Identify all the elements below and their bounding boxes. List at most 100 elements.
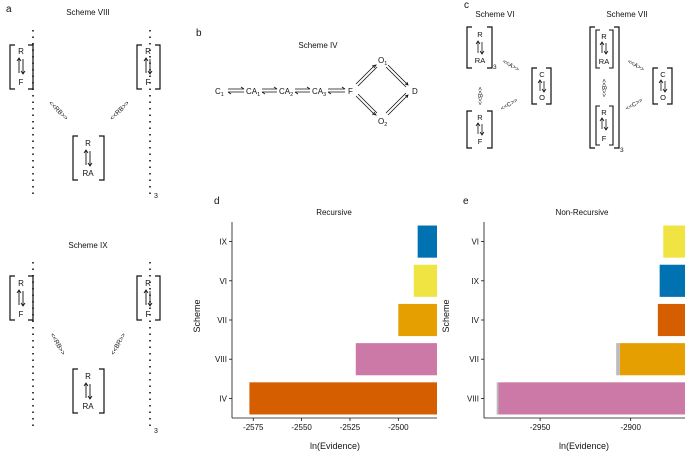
equilibrium-arrows-icon (83, 149, 93, 167)
panel-label-b: b (196, 28, 202, 39)
link-label: <<RB>> (109, 100, 131, 122)
y-tick-label: VIII (467, 394, 479, 403)
scheme-vii: Scheme VII 3 R RA <<B>> R F <<A>> <<C>> … (589, 10, 673, 154)
scheme-vii-title: Scheme VII (606, 10, 647, 19)
equilibrium-arrows-icon (599, 117, 609, 131)
bracket-r-f-left: R F (9, 44, 34, 90)
bar (663, 225, 685, 258)
x-tick-label: -2500 (388, 423, 409, 432)
node-d: D (412, 87, 418, 96)
scheme-ix: Scheme IX R F R F <<RB>> <<BR>> R RA 3 (9, 241, 161, 435)
bracket-c-o: C O (652, 67, 673, 105)
node-c1: C1 (215, 87, 224, 98)
y-axis-label: Scheme (192, 299, 202, 332)
svg-text:F: F (146, 310, 151, 319)
link-label: <<A>> (501, 59, 520, 73)
bar (498, 382, 685, 415)
bracket-r-ra-lower: R F (466, 110, 493, 149)
bar-error-extension (616, 343, 620, 376)
equilibrium-arrows-icon (143, 57, 153, 75)
equilibrium-arrows-icon (227, 64, 409, 116)
link-label: <<B>> (600, 79, 606, 98)
svg-text:F: F (146, 78, 151, 87)
chart-title: Recursive (316, 208, 352, 217)
bar (657, 303, 685, 337)
svg-text:R: R (145, 279, 151, 288)
link-label: <<C>> (625, 98, 644, 113)
y-tick-label: IX (471, 277, 479, 286)
svg-text:R: R (145, 47, 151, 56)
multiplier: 3 (154, 193, 158, 200)
bar (398, 303, 437, 337)
svg-text:RA: RA (82, 169, 94, 178)
y-tick-label: IX (219, 238, 227, 247)
bar-error-extension (496, 382, 499, 415)
y-axis-label: Scheme (441, 299, 451, 332)
scheme-viii: Scheme VIII R F R F <<RB>> <<RB>> R (9, 8, 161, 200)
equilibrium-arrows-icon (537, 79, 547, 93)
bar (619, 343, 685, 376)
svg-text:RA: RA (475, 56, 485, 65)
svg-text:R: R (85, 372, 91, 381)
bracket-r-ra: R RA (72, 368, 105, 414)
scheme-viii-title: Scheme VIII (66, 8, 110, 17)
multiplier: 3 (620, 147, 624, 154)
svg-text:R: R (18, 47, 24, 56)
node-ca1: CA1 (246, 87, 260, 98)
equilibrium-arrows-icon (475, 122, 485, 136)
svg-text:R: R (601, 32, 607, 41)
svg-text:C: C (660, 70, 666, 79)
svg-text:R: R (477, 30, 483, 39)
outer-bracket (614, 26, 620, 149)
panel-label-c: c (464, 0, 469, 11)
chart-non-recursive: Non-Recursive Scheme ln(Evidence) VIIXIV… (441, 208, 685, 451)
panel-label-e: e (463, 196, 469, 207)
y-tick-label: VII (217, 316, 227, 325)
multiplier: 3 (493, 64, 497, 71)
y-tick-label: IV (219, 394, 227, 403)
equilibrium-arrows-icon (16, 289, 26, 307)
svg-text:R: R (85, 139, 91, 148)
panel-label-a: a (6, 4, 12, 15)
scheme-iv-title: Scheme IV (298, 41, 338, 50)
link-label: <<BR>> (110, 332, 128, 357)
bar (355, 343, 437, 376)
scheme-iv: Scheme IV C1 CA1 CA2 CA3 F O1 D O2 (215, 41, 418, 128)
bracket-r-ra: R RA (595, 29, 614, 69)
chart-title: Non-Recursive (556, 208, 609, 217)
svg-text:RA: RA (82, 402, 94, 411)
scheme-vi-title: Scheme VI (475, 10, 514, 19)
equilibrium-arrows-icon (143, 289, 153, 307)
node-ca3: CA3 (312, 87, 326, 98)
svg-text:RA: RA (599, 57, 609, 66)
svg-text:F: F (19, 310, 24, 319)
y-tick-label: VI (219, 277, 227, 286)
x-tick-label: -2550 (291, 423, 312, 432)
x-axis-label: ln(Evidence) (310, 441, 360, 451)
bracket-r-f-right: R F (136, 44, 161, 90)
svg-text:R: R (477, 113, 483, 122)
svg-text:R: R (601, 108, 607, 117)
scheme-ix-title: Scheme IX (68, 241, 108, 250)
x-axis-label: ln(Evidence) (559, 441, 609, 451)
node-o1: O1 (378, 56, 387, 67)
chart-recursive: Recursive Scheme ln(Evidence) IX VI VII VII… (192, 208, 437, 451)
bracket-c-o: C O (531, 67, 552, 105)
bar (659, 264, 685, 297)
outer-bracket (589, 26, 595, 149)
x-tick-label: -2950 (530, 423, 551, 432)
link-label: <<RB>> (48, 332, 66, 357)
x-tick-label: -2575 (243, 423, 264, 432)
equilibrium-arrows-icon (658, 79, 668, 93)
svg-text:F: F (19, 78, 24, 87)
y-tick-label: VI (471, 238, 479, 247)
multiplier: 3 (154, 428, 158, 435)
bar (417, 225, 437, 258)
y-tick-label: VIII (215, 355, 227, 364)
equilibrium-arrows-icon (83, 382, 93, 400)
node-o2: O2 (378, 117, 387, 128)
equilibrium-arrows-icon (475, 40, 485, 55)
svg-text:O: O (660, 93, 666, 102)
bracket-r-f-right: R F (136, 275, 161, 321)
